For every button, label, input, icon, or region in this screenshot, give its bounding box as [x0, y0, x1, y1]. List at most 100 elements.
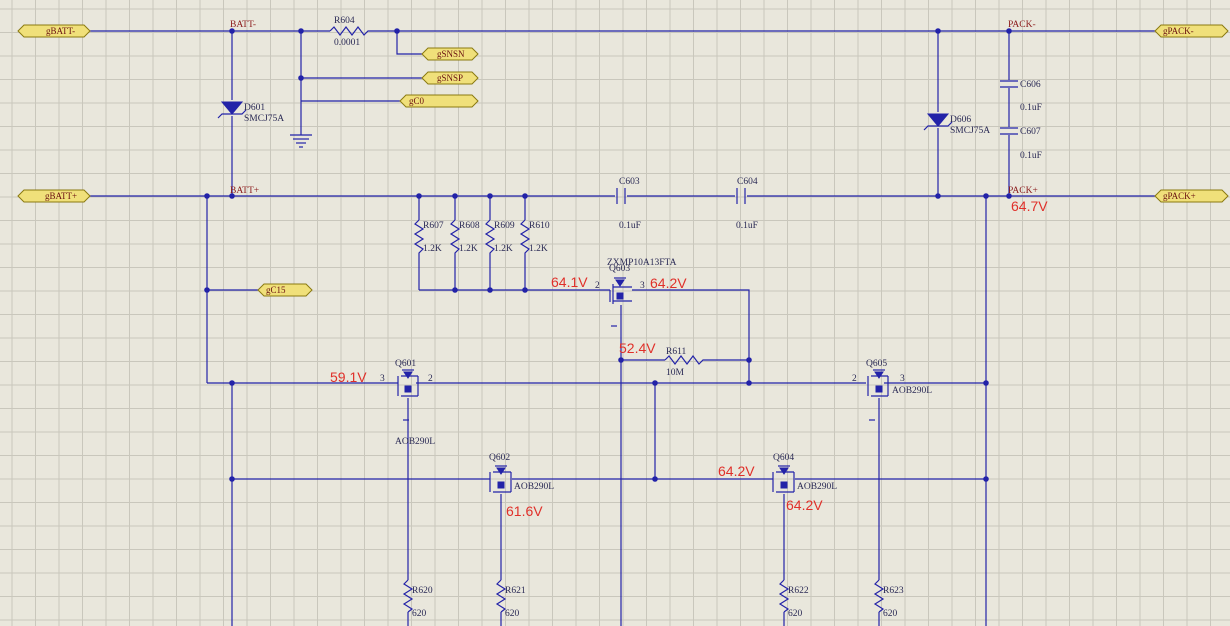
net-label-batt-plus: BATT+	[230, 186, 259, 196]
svg-text:0.1uF: 0.1uF	[1020, 151, 1042, 161]
measurement-q603-gate: 64.1V	[551, 274, 588, 290]
capacitor-c604[interactable]: C604 0.1uF	[736, 177, 758, 231]
svg-text:Q604: Q604	[773, 453, 794, 463]
svg-text:2: 2	[428, 374, 433, 384]
junctions	[204, 28, 1012, 482]
svg-text:1.2K: 1.2K	[529, 244, 548, 254]
svg-text:3: 3	[900, 374, 905, 384]
measurement-q601-source: 59.1V	[330, 369, 367, 385]
net-label-pack-plus: PACK+	[1008, 186, 1038, 196]
svg-text:ZXMP10A13FTA: ZXMP10A13FTA	[607, 258, 677, 268]
net-label-batt-minus: BATT-	[230, 20, 256, 30]
measurement-q603-source: 52.4V	[619, 340, 656, 356]
svg-text:Q605: Q605	[866, 359, 887, 369]
port-gbatt-plus[interactable]: gBATT+	[17, 189, 91, 203]
mosfet-q601[interactable]: Q601 3 2 AOB290L	[380, 359, 435, 447]
measurement-pack-plus: 64.7V	[1011, 198, 1048, 214]
port-gc0[interactable]: gC0	[399, 94, 479, 108]
capacitor-c606[interactable]: C606 0.1uF	[1000, 80, 1042, 113]
svg-text:D606: D606	[950, 115, 971, 125]
svg-text:AOB290L: AOB290L	[395, 437, 435, 447]
svg-text:Q603: Q603	[609, 264, 630, 274]
svg-text:620: 620	[412, 609, 427, 619]
mosfet-q602[interactable]: Q602 AOB290L	[489, 453, 554, 493]
svg-text:0.1uF: 0.1uF	[736, 221, 758, 231]
svg-text:3: 3	[640, 281, 645, 291]
wires	[90, 30, 1155, 626]
resistor-r610[interactable]: R610 1.2K	[519, 219, 550, 256]
port-gsnsn[interactable]: gSNSN	[421, 47, 479, 61]
diode-d606[interactable]: D606 SMCJ75A	[923, 113, 990, 136]
svg-text:Q602: Q602	[489, 453, 510, 463]
svg-text:R622: R622	[788, 586, 809, 596]
svg-text:gBATT-: gBATT-	[46, 26, 75, 36]
resistor-r608[interactable]: R608 1.2K	[449, 219, 480, 256]
svg-text:R607: R607	[423, 221, 444, 231]
port-gbatt-minus[interactable]: gBATT-	[17, 24, 91, 38]
svg-text:620: 620	[505, 609, 520, 619]
svg-text:620: 620	[883, 609, 898, 619]
measurement-q602-drain: 61.6V	[506, 503, 543, 519]
measurement-q603-drain: 64.2V	[650, 275, 687, 291]
port-gpack-plus[interactable]: gPACK+	[1154, 189, 1229, 203]
svg-text:R623: R623	[883, 586, 904, 596]
svg-text:R610: R610	[529, 221, 550, 231]
svg-text:R604: R604	[334, 16, 355, 26]
svg-text:2: 2	[852, 374, 857, 384]
svg-text:0.0001: 0.0001	[334, 38, 360, 48]
port-gc15[interactable]: gC15	[257, 283, 313, 297]
svg-text:R620: R620	[412, 586, 433, 596]
net-label-pack-minus: PACK-	[1008, 20, 1036, 30]
svg-text:gC15: gC15	[266, 285, 286, 295]
svg-text:R611: R611	[666, 347, 686, 357]
svg-text:C603: C603	[619, 177, 640, 187]
resistor-r623[interactable]: R623 620	[873, 579, 904, 619]
svg-text:C606: C606	[1020, 80, 1041, 90]
resistor-r621[interactable]: R621 620	[495, 579, 526, 619]
svg-text:1.2K: 1.2K	[494, 244, 513, 254]
resistor-r620[interactable]: R620 620	[402, 579, 433, 619]
mosfet-q605[interactable]: Q605 2 3 AOB290L	[852, 359, 932, 421]
resistor-r607[interactable]: R607 1.2K	[413, 219, 444, 256]
svg-text:R621: R621	[505, 586, 526, 596]
svg-text:0.1uF: 0.1uF	[619, 221, 641, 231]
capacitor-c607[interactable]: C607 0.1uF	[1000, 127, 1042, 161]
svg-text:AOB290L: AOB290L	[892, 386, 932, 396]
svg-text:0.1uF: 0.1uF	[1020, 103, 1042, 113]
diode-d601[interactable]: D601 SMCJ75A	[217, 101, 284, 124]
svg-text:1.2K: 1.2K	[459, 244, 478, 254]
svg-text:gPACK-: gPACK-	[1163, 26, 1194, 36]
svg-text:gSNSN: gSNSN	[437, 49, 465, 59]
svg-text:3: 3	[380, 374, 385, 384]
mosfet-q603[interactable]: ZXMP10A13FTA Q603 2 3	[595, 258, 677, 327]
port-gpack-minus[interactable]: gPACK-	[1154, 24, 1229, 38]
measurement-q604-drain: 64.2V	[786, 497, 823, 513]
port-gsnsp[interactable]: gSNSP	[421, 71, 479, 85]
svg-text:D601: D601	[244, 103, 265, 113]
measurement-q604-gate: 64.2V	[718, 463, 755, 479]
svg-text:C607: C607	[1020, 127, 1041, 137]
svg-text:10M: 10M	[666, 368, 685, 378]
svg-text:SMCJ75A: SMCJ75A	[244, 114, 284, 124]
capacitor-c603[interactable]: C603 0.1uF	[616, 177, 641, 231]
resistor-r604[interactable]: R604 0.0001	[329, 16, 372, 48]
svg-text:gPACK+: gPACK+	[1163, 191, 1196, 201]
resistor-r611[interactable]: R611 10M	[664, 347, 705, 378]
svg-text:C604: C604	[737, 177, 758, 187]
svg-text:R608: R608	[459, 221, 480, 231]
resistor-r609[interactable]: R609 1.2K	[484, 219, 515, 256]
mosfet-q604[interactable]: Q604 AOB290L	[772, 453, 837, 493]
svg-text:Q601: Q601	[395, 359, 416, 369]
svg-text:620: 620	[788, 609, 803, 619]
svg-text:AOB290L: AOB290L	[797, 482, 837, 492]
svg-text:SMCJ75A: SMCJ75A	[950, 126, 990, 136]
svg-text:gSNSP: gSNSP	[437, 73, 463, 83]
resistor-r622[interactable]: R622 620	[778, 579, 809, 619]
ground-icon	[290, 134, 312, 148]
svg-text:gBATT+: gBATT+	[45, 191, 77, 201]
svg-text:R609: R609	[494, 221, 515, 231]
svg-text:1.2K: 1.2K	[423, 244, 442, 254]
svg-text:gC0: gC0	[409, 96, 425, 106]
